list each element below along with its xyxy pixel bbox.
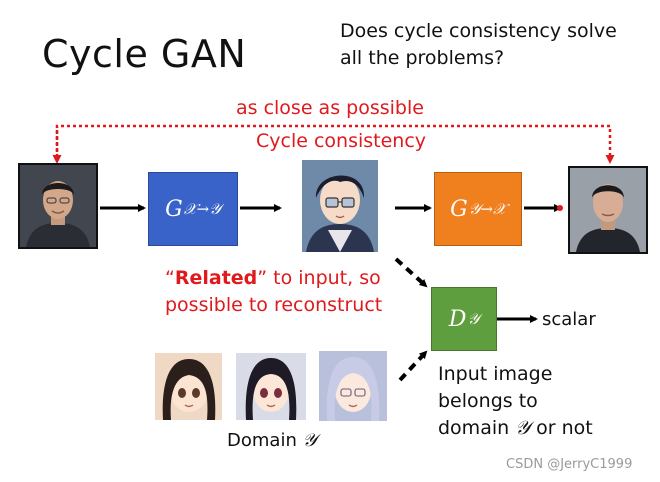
disc-desc-suffix: or not [530,417,593,439]
dashed-arrow-domain-to-d [398,350,428,382]
domain-example-2 [236,353,306,420]
related-line-1: “Related” to input, so [165,265,405,292]
disc-desc-prefix: domain [438,417,516,439]
related-to-input-note: “Related” to input, so possible to recon… [165,265,405,319]
discriminator-description: Input image belongs to domain 𝒴 or not [438,361,593,442]
close-as-possible-label: as close as possible [236,97,424,119]
cycle-dotted-connector [55,124,615,164]
page-title: Cycle GAN [42,32,247,76]
domain-example-1 [155,353,222,420]
discriminator-subscript: 𝒴 [467,310,480,328]
related-line-2: possible to reconstruct [165,294,383,316]
output-contact-dot [557,205,563,211]
dashed-arrow-anime-to-d [394,257,428,288]
discriminator-letter: D [448,306,467,332]
watermark: CSDN @JerryC1999 [506,457,633,472]
anime-girl-icon [155,353,222,420]
scalar-label: scalar [542,309,596,330]
related-quote-open: “ [165,267,175,289]
domain-label-symbol: 𝒴 [302,430,317,451]
man-portrait-icon [20,165,96,247]
disc-desc-line-3: domain 𝒴 or not [438,415,593,442]
generator-backward-letter: G [450,196,468,222]
reconstructed-photo [568,166,648,254]
domain-y-label: Domain 𝒴 [227,430,317,451]
domain-example-3 [319,351,387,421]
question-line-2: all the problems? [340,47,505,69]
generator-forward-letter: G [165,196,183,222]
related-rest: ” to input, so [257,267,381,289]
anime-girl-icon [319,351,387,421]
generator-forward-subscript: 𝒳→𝒴 [183,200,221,218]
anime-girl-icon [236,353,306,420]
disc-desc-line-1: Input image [438,363,553,385]
man-portrait-icon [570,168,646,252]
input-photo [18,163,98,249]
domain-label-prefix: Domain [227,430,303,451]
generator-backward-subscript: 𝒴→𝒳 [468,200,506,218]
cycle-consistency-label: Cycle consistency [256,130,427,152]
related-bold-word: Related [174,267,258,289]
question-text: Does cycle consistency solve all the pro… [340,18,640,72]
anime-character-icon [302,160,378,252]
question-line-1: Does cycle consistency solve [340,20,617,42]
disc-desc-symbol: 𝒴 [515,417,531,439]
disc-desc-line-2: belongs to [438,390,538,412]
generated-anime-image [302,160,378,252]
